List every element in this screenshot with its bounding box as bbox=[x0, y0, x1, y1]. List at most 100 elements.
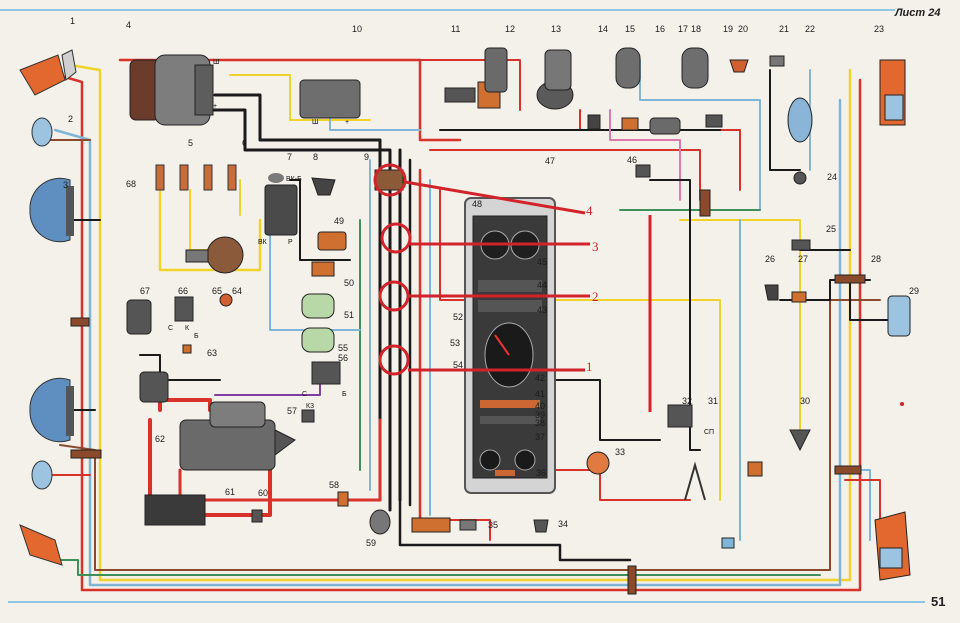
instrument-cluster bbox=[464, 197, 556, 494]
distributor bbox=[206, 236, 244, 274]
component-label-19: 19 bbox=[723, 24, 733, 34]
component-label-7: 7 bbox=[287, 152, 292, 162]
relay-56 bbox=[311, 361, 341, 385]
lamp-27 bbox=[791, 291, 807, 303]
component-label-32: 32 bbox=[682, 396, 692, 406]
relay-9 bbox=[374, 169, 404, 191]
lamp-22 bbox=[787, 97, 813, 143]
connector-left-lower bbox=[70, 449, 102, 459]
sheet-label: Лист 24 bbox=[894, 7, 940, 19]
side-lamp-left bbox=[31, 117, 53, 147]
component-label-51: 51 bbox=[344, 310, 354, 320]
component-label-3: 3 bbox=[63, 180, 68, 190]
alternator bbox=[129, 54, 214, 126]
component-label-48: 48 bbox=[472, 199, 482, 209]
lamp-24 bbox=[793, 171, 807, 185]
sensor-34 bbox=[533, 519, 549, 533]
switch-19 bbox=[705, 114, 723, 128]
fuse-58 bbox=[337, 491, 349, 507]
annotation-circle-2 bbox=[378, 280, 410, 312]
annotation-dot bbox=[900, 402, 904, 406]
annotation-label-1: 1 bbox=[586, 359, 593, 374]
terminal-labels: Ш + Ш + ВК-Б ВК Р С К Б С Б К3 СП bbox=[168, 59, 714, 436]
terminal-label: Б bbox=[194, 333, 199, 340]
lamp-20 bbox=[729, 59, 749, 73]
voltage-regulator bbox=[299, 79, 361, 119]
component-label-50: 50 bbox=[344, 278, 354, 288]
component-label-16: 16 bbox=[655, 24, 665, 34]
washer-motor bbox=[484, 47, 508, 93]
sensor-46 bbox=[635, 164, 651, 178]
component-label-31: 31 bbox=[708, 396, 718, 406]
ignition-coil bbox=[264, 184, 298, 236]
starter-motor bbox=[179, 401, 296, 471]
component-label-42: 42 bbox=[535, 373, 545, 383]
component-label-18: 18 bbox=[691, 24, 701, 34]
annotation-circle-1 bbox=[378, 344, 410, 376]
relay-8 bbox=[311, 177, 336, 196]
connector-left-upper bbox=[70, 317, 90, 327]
component-label-29: 29 bbox=[909, 286, 919, 296]
component-label-62: 62 bbox=[155, 434, 165, 444]
component-label-12: 12 bbox=[505, 24, 515, 34]
headlamp-left-lower bbox=[29, 377, 71, 443]
lamp-29 bbox=[887, 295, 911, 337]
tail-lamp-right-upper bbox=[879, 59, 906, 126]
component-label-49: 49 bbox=[334, 216, 344, 226]
component-label-15: 15 bbox=[625, 24, 635, 34]
sender-55 bbox=[301, 327, 335, 353]
relay-67 bbox=[126, 299, 152, 335]
terminal-label: С bbox=[168, 325, 173, 332]
component-label-11: 11 bbox=[451, 24, 460, 34]
component-label-38: 38 bbox=[535, 418, 545, 428]
component-label-44: 44 bbox=[537, 280, 547, 290]
relay-49 bbox=[317, 231, 347, 251]
component-label-60: 60 bbox=[258, 488, 268, 498]
component-label-4: 4 bbox=[126, 20, 131, 30]
component-label-34: 34 bbox=[558, 519, 568, 529]
component-label-52: 52 bbox=[453, 312, 463, 322]
sender-51 bbox=[301, 293, 335, 319]
turn-lamp-left-front bbox=[19, 54, 66, 96]
component-label-27: 27 bbox=[798, 254, 808, 264]
relay-32 bbox=[667, 404, 693, 428]
annotation-circle-3 bbox=[380, 222, 412, 254]
component-label-46: 46 bbox=[627, 155, 637, 165]
sensor-31 bbox=[684, 461, 706, 501]
component-label-22: 22 bbox=[805, 24, 815, 34]
terminal-label: + bbox=[213, 103, 217, 110]
component-label-10: 10 bbox=[352, 24, 362, 34]
component-label-66: 66 bbox=[178, 286, 188, 296]
terminal-label: Ш bbox=[213, 59, 219, 66]
component-label-5: 5 bbox=[188, 138, 193, 148]
terminal-label: ВК-Б bbox=[286, 176, 302, 183]
fuel-sender bbox=[789, 429, 811, 452]
component-label-21: 21 bbox=[779, 24, 789, 34]
terminal-label: Р bbox=[288, 239, 293, 246]
component-label-58: 58 bbox=[329, 480, 339, 490]
lamp-bottom bbox=[721, 537, 735, 549]
connector-right-lower bbox=[834, 465, 862, 475]
component-label-55: 55 bbox=[338, 343, 348, 353]
turn-lamp-left-rear bbox=[19, 524, 63, 566]
component-label-59: 59 bbox=[366, 538, 376, 548]
components bbox=[19, 47, 911, 595]
fuse-box bbox=[144, 494, 206, 526]
switch-50 bbox=[311, 261, 335, 277]
spark-plugs bbox=[155, 164, 237, 191]
tail-lamp-right-lower bbox=[874, 511, 911, 581]
sensor-57 bbox=[301, 409, 315, 423]
component-label-24: 24 bbox=[827, 172, 837, 182]
terminal-label: К3 bbox=[306, 403, 314, 410]
ignition-switch bbox=[369, 509, 391, 535]
component-label-23: 23 bbox=[874, 24, 884, 34]
component-label-33: 33 bbox=[615, 447, 625, 457]
page-number: 51 bbox=[931, 594, 945, 609]
component-label-6: 6 bbox=[242, 138, 247, 148]
connector-bottom bbox=[627, 565, 637, 595]
annotation-label-4: 4 bbox=[586, 203, 593, 218]
component-label-64: 64 bbox=[232, 286, 242, 296]
annotation-label-2: 2 bbox=[592, 289, 599, 304]
